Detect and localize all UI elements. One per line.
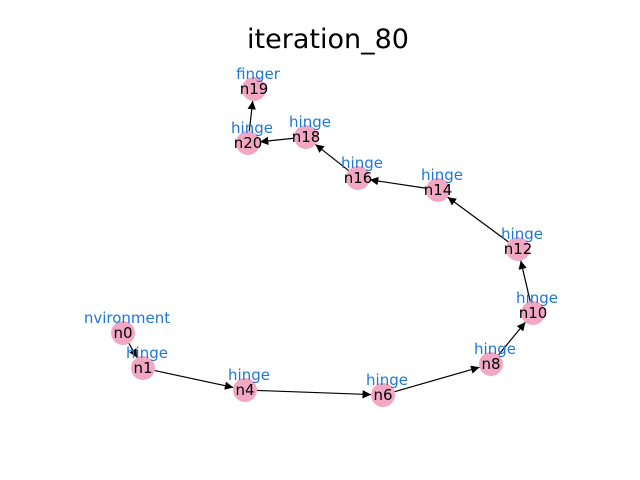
edge-n8-n10 xyxy=(498,321,526,356)
node-id-label: n14 xyxy=(424,181,453,199)
node-id-label: n16 xyxy=(344,169,373,187)
node-n10[interactable] xyxy=(521,301,545,325)
node-type-label: hinge xyxy=(289,113,331,131)
node-n18[interactable] xyxy=(294,125,318,149)
node-type-label: hinge xyxy=(341,154,383,172)
node-type-label: nvironment xyxy=(84,309,170,327)
node-id-label: n10 xyxy=(519,304,548,322)
labels-layer: n0nvironmentn1hingen4hingen6hingen8hinge… xyxy=(84,65,558,404)
node-n1[interactable] xyxy=(131,356,155,380)
node-n0[interactable] xyxy=(111,321,135,345)
node-id-label: n12 xyxy=(504,240,533,258)
node-n19[interactable] xyxy=(242,77,266,101)
node-type-label: hinge xyxy=(501,225,543,243)
node-n6[interactable] xyxy=(371,383,395,407)
edge-n0-n1 xyxy=(128,343,138,358)
node-type-label: hinge xyxy=(474,340,516,358)
node-type-label: finger xyxy=(236,65,281,83)
edge-n10-n12 xyxy=(518,260,531,302)
node-type-label: hinge xyxy=(366,371,408,389)
node-n16[interactable] xyxy=(346,166,370,190)
node-type-label: hinge xyxy=(231,119,273,137)
node-n4[interactable] xyxy=(233,378,257,402)
node-n14[interactable] xyxy=(426,178,450,202)
edge-n18-n20 xyxy=(259,136,295,146)
edge-n14-n16 xyxy=(369,176,427,189)
node-type-label: hinge xyxy=(516,289,558,307)
edge-n1-n4 xyxy=(154,369,234,390)
edge-n20-n19 xyxy=(247,100,256,132)
node-n8[interactable] xyxy=(479,352,503,376)
node-id-label: n0 xyxy=(113,324,132,342)
node-type-label: hinge xyxy=(228,366,270,384)
edge-n12-n14 xyxy=(447,196,509,243)
edge-n4-n6 xyxy=(256,389,372,399)
node-type-label: hinge xyxy=(421,166,463,184)
node-id-label: n4 xyxy=(235,381,254,399)
node-id-label: n20 xyxy=(234,134,263,152)
node-id-label: n18 xyxy=(292,128,321,146)
edges-layer xyxy=(128,100,531,399)
node-id-label: n19 xyxy=(240,80,269,98)
nodes-layer xyxy=(111,77,545,407)
edge-n6-n8 xyxy=(394,365,480,393)
node-id-label: n1 xyxy=(133,359,152,377)
node-type-label: hinge xyxy=(126,344,168,362)
node-n12[interactable] xyxy=(506,237,530,261)
node-n20[interactable] xyxy=(236,131,260,155)
graph-title: iteration_80 xyxy=(247,24,409,55)
node-id-label: n6 xyxy=(373,386,392,404)
node-id-label: n8 xyxy=(481,355,500,373)
edge-n16-n18 xyxy=(315,143,349,172)
